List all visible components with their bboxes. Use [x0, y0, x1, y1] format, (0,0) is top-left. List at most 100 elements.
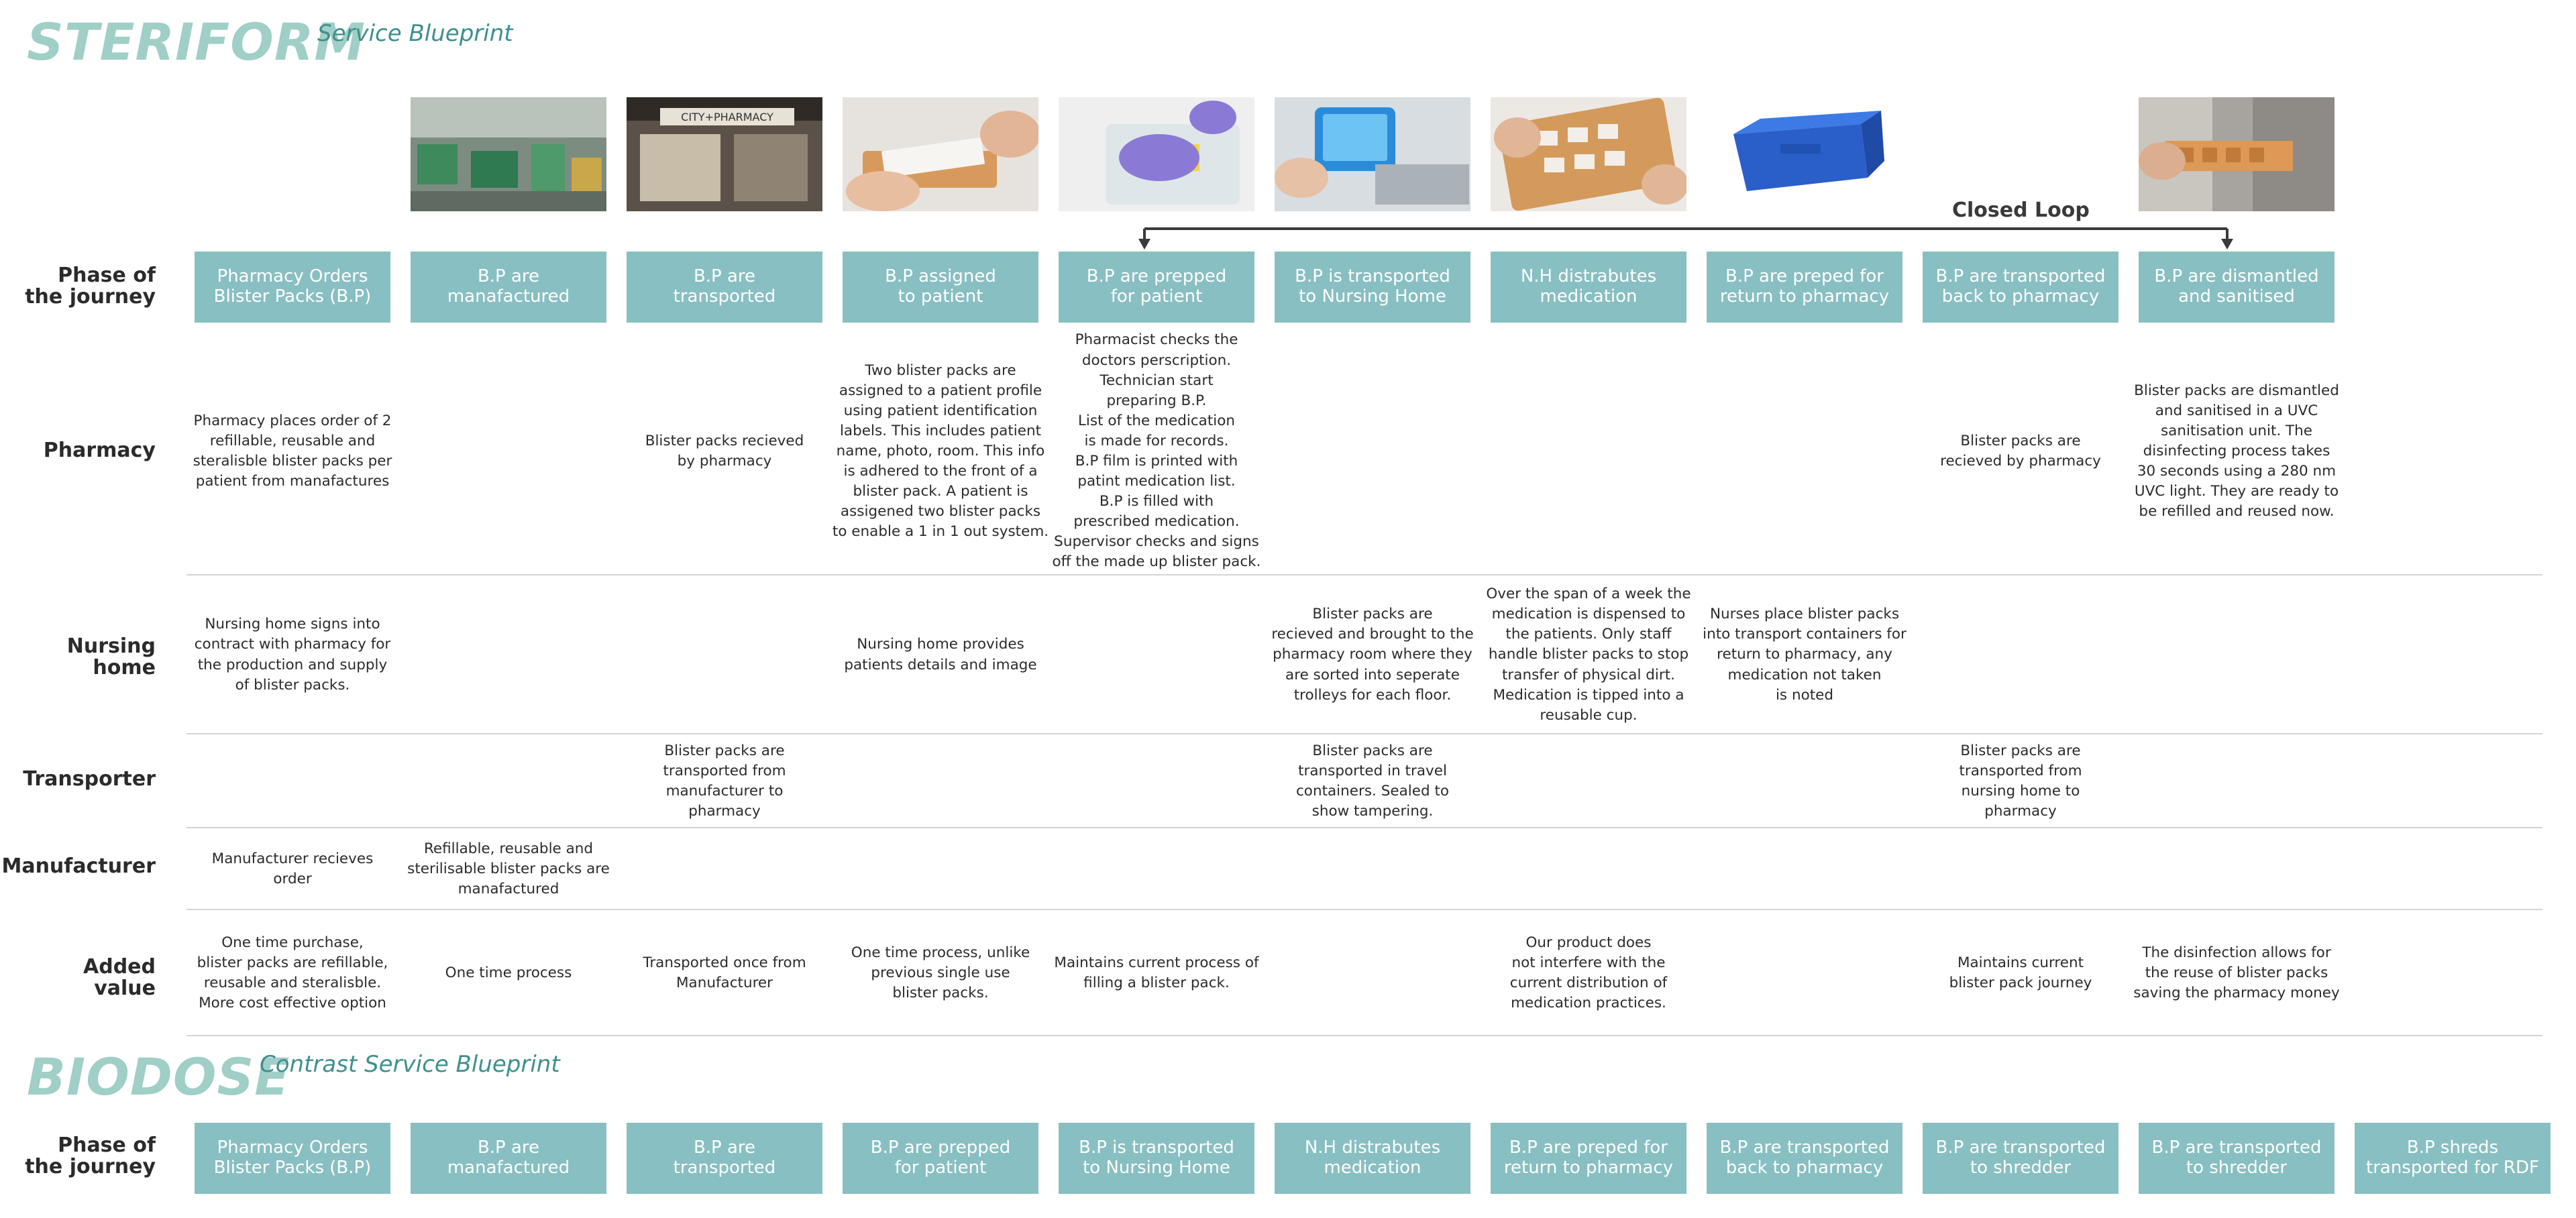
pharmacy-cell-line: assigned to a patient profile [839, 382, 1042, 399]
nursing-home-cell-line: handle blister packs to stop [1488, 646, 1689, 663]
steriform-phase-line: B.P assigned [885, 266, 996, 287]
added-value-cell-line: Maintains current [1957, 954, 2084, 971]
added-value-cell-line: filling a blister pack. [1083, 975, 1230, 991]
added-value-cell: Maintains current process of filling a bl… [1051, 911, 1263, 1035]
row-label-line: Phase of [58, 264, 156, 287]
row-label-pharmacy: Pharmacy [44, 440, 156, 461]
biodose-phase-line: to Nursing Home [1083, 1158, 1230, 1178]
pharmacy-cell-line: Technician start [1099, 372, 1214, 389]
added-value-cell-line: blister pack journey [1949, 975, 2092, 991]
biodose-phase-line: B.P are [693, 1138, 756, 1158]
added-value-cell-line: One time process [445, 964, 572, 981]
nursing-home-cell-line: pharmacy room where they [1273, 646, 1472, 663]
pharmacy-cell-line: patient from manafactures [195, 473, 390, 490]
pharmacy-cell-line: assigened two blister packs [840, 503, 1041, 520]
biodose-phase-line: Pharmacy Orders [217, 1138, 368, 1158]
steriform-phase-line: return to pharmacy [1719, 286, 1890, 307]
row-label-line: the journey [25, 1154, 156, 1178]
pharmacy-cell-line: B.P is filled with [1099, 493, 1214, 510]
added-value-cell-line: More cost effective option [199, 995, 386, 1012]
transporter-cell-line: show tampering. [1311, 803, 1434, 820]
row-label-line: Nursing [66, 634, 156, 658]
row-divider-pharmacy-nursing [186, 574, 2542, 575]
transporter-cell-line: transported from [1959, 762, 2082, 779]
pharmacy-cell-line: preparing B.P. [1106, 392, 1207, 409]
gloved-hands-preparing-blister-pack-photo [1059, 97, 1254, 211]
nursing-home-cell-line: Nurses place blister packs [1709, 606, 1900, 623]
added-value-cell-line: medication practices. [1511, 995, 1666, 1012]
transporter-cell-line: pharmacy [1984, 803, 2057, 820]
biodose-phase-line: manafactured [447, 1158, 570, 1178]
row-divider-manufacturer-added [186, 909, 2542, 910]
biodose-phase-line: transported for RDF [2366, 1158, 2539, 1178]
row-label-line: Manufacturer [1, 854, 156, 878]
pharmacy-cell-line: Blister packs are [1960, 432, 2081, 449]
steriform-phase-line: Blister Packs (B.P) [213, 286, 372, 307]
manufacturer-cell-line: sterilisable blister packs are [407, 860, 610, 877]
added-value-cell: One time process [402, 911, 614, 1035]
manufacturer-cell-line: order [273, 871, 312, 887]
row-label-line: Transporter [23, 767, 156, 791]
steriform-phase-line: B.P are transported [1935, 266, 2106, 287]
label-applied-to-blister-pack-photo [843, 97, 1038, 211]
row-label-line: Added [83, 955, 156, 979]
steriform-phase-line: transported [673, 286, 776, 307]
nursing-home-cell-line: medication is dispensed to [1491, 606, 1686, 623]
added-value-cell-line: One time purchase, [221, 934, 364, 951]
biodose-phase-line: B.P are transported [2151, 1138, 2322, 1158]
pharmacy-cell-line: List of the medication [1077, 412, 1236, 429]
pharmacy-cell-line: refillable, reusable and [209, 432, 376, 449]
transporter-cell-line: nursing home to [1961, 783, 2080, 799]
biodose-phase-line: medication [1324, 1158, 1421, 1178]
pharmacy-cell-line: by pharmacy [677, 453, 772, 469]
tablet-device-on-trolley-photo [1275, 97, 1470, 211]
added-value-cell-line: current distribution of [1509, 975, 1668, 991]
added-value-cell-line: Our product does [1525, 934, 1652, 951]
pharmacy-cell-line: sanitisation unit. The [2160, 422, 2313, 439]
city-pharmacy-storefront-photo: CITY+PHARMACY [627, 97, 822, 211]
biodose-title: BIODOSE [27, 1047, 290, 1107]
biodose-phase-line: for patient [894, 1158, 987, 1178]
added-value-cell: Maintains current blister pack journey [1915, 911, 2127, 1035]
nursing-home-cell-line: patients details and image [844, 656, 1037, 673]
biodose-phase-line: B.P are transported [1935, 1138, 2106, 1158]
steriform-phase-line: B.P are dismantled [2154, 266, 2319, 287]
biodose-phase-line: B.P are prepped [870, 1138, 1011, 1158]
row-label-line: Pharmacy [43, 439, 156, 462]
biodose-phase-line: to shredder [2186, 1158, 2288, 1178]
transporter-cell-line: Blister packs are [664, 742, 785, 759]
biodose-phase-line: transported [673, 1158, 776, 1178]
steriform-phase-line: Pharmacy Orders [217, 266, 368, 287]
factory-production-line-photo [411, 97, 606, 211]
transporter-cell-line: transported from [663, 762, 786, 779]
row-divider-added-end [186, 1035, 2542, 1036]
pharmacy-cell-line: be refilled and reused now. [2139, 503, 2334, 520]
medication-tipped-into-cup-photo [1491, 97, 1686, 211]
biodose-phase-line: N.H distrabutes [1304, 1138, 1441, 1158]
biodose-subtitle: Contrast Service Blueprint [260, 1051, 560, 1078]
added-value-cell-line: Maintains current process of [1054, 954, 1259, 971]
steriform-phase-line: to Nursing Home [1299, 286, 1446, 307]
transporter-cell-line: containers. Sealed to [1295, 783, 1450, 799]
